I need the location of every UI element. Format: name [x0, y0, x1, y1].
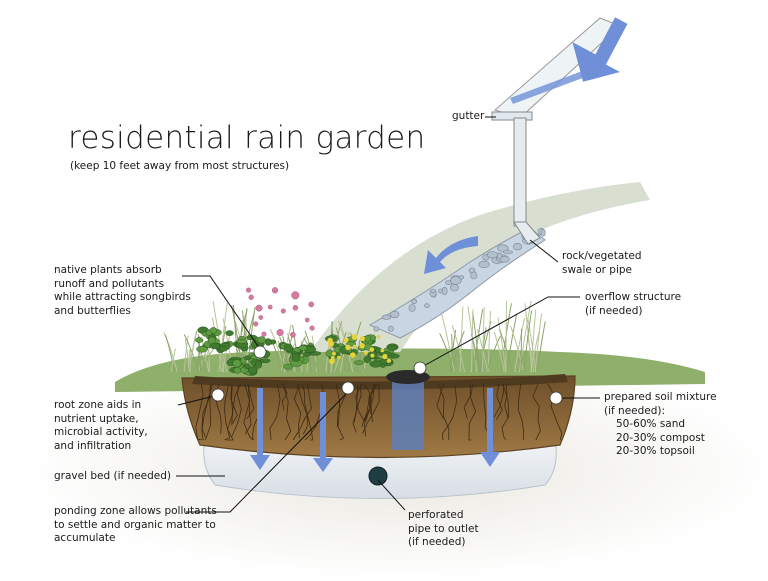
root-zone-label: root zone aids in nutrient uptake, micro…	[54, 399, 148, 452]
infiltration-arrows	[250, 388, 500, 472]
native-plants	[163, 287, 546, 376]
native-plants-label: native plants absorb runoff and pollutan…	[54, 264, 191, 317]
downspout	[513, 117, 527, 227]
overflow-structure-label: overflow structure (if needed)	[585, 291, 682, 317]
soil-layer	[181, 375, 576, 459]
rock-swale-label: rock/vegetated swale or pipe	[562, 250, 642, 276]
rain-arrow	[572, 17, 628, 82]
ponding-zone-label: ponding zone allows pollutants to settle…	[54, 505, 217, 544]
gutter-flow-arrow	[510, 70, 588, 104]
leader-lines	[176, 116, 600, 513]
gutter-trough	[491, 111, 533, 121]
ponding-surface	[192, 374, 568, 390]
swale-flow-arrow	[424, 236, 478, 274]
perforated-pipe-label: perforated pipe to outlet (if needed)	[408, 509, 479, 548]
gutter-label: gutter	[452, 110, 485, 122]
roots	[195, 383, 563, 441]
soil-components-label: 50-60% sand 20-30% compost 20-30% topsoi…	[616, 418, 705, 457]
downspout-elbow	[513, 221, 541, 245]
gravel-bed-label: gravel bed (if needed)	[54, 470, 171, 482]
overflow-drain	[392, 380, 424, 450]
diagram-title: residential rain garden	[68, 120, 426, 156]
perforated-pipe	[368, 466, 388, 486]
label-markers	[211, 345, 563, 405]
swale-rocks	[373, 228, 546, 332]
diagram-subtitle: (keep 10 feet away from most structures)	[70, 160, 290, 172]
soil-mixture-label: prepared soil mixture (if needed):	[604, 391, 717, 417]
hill-slope	[310, 182, 650, 352]
